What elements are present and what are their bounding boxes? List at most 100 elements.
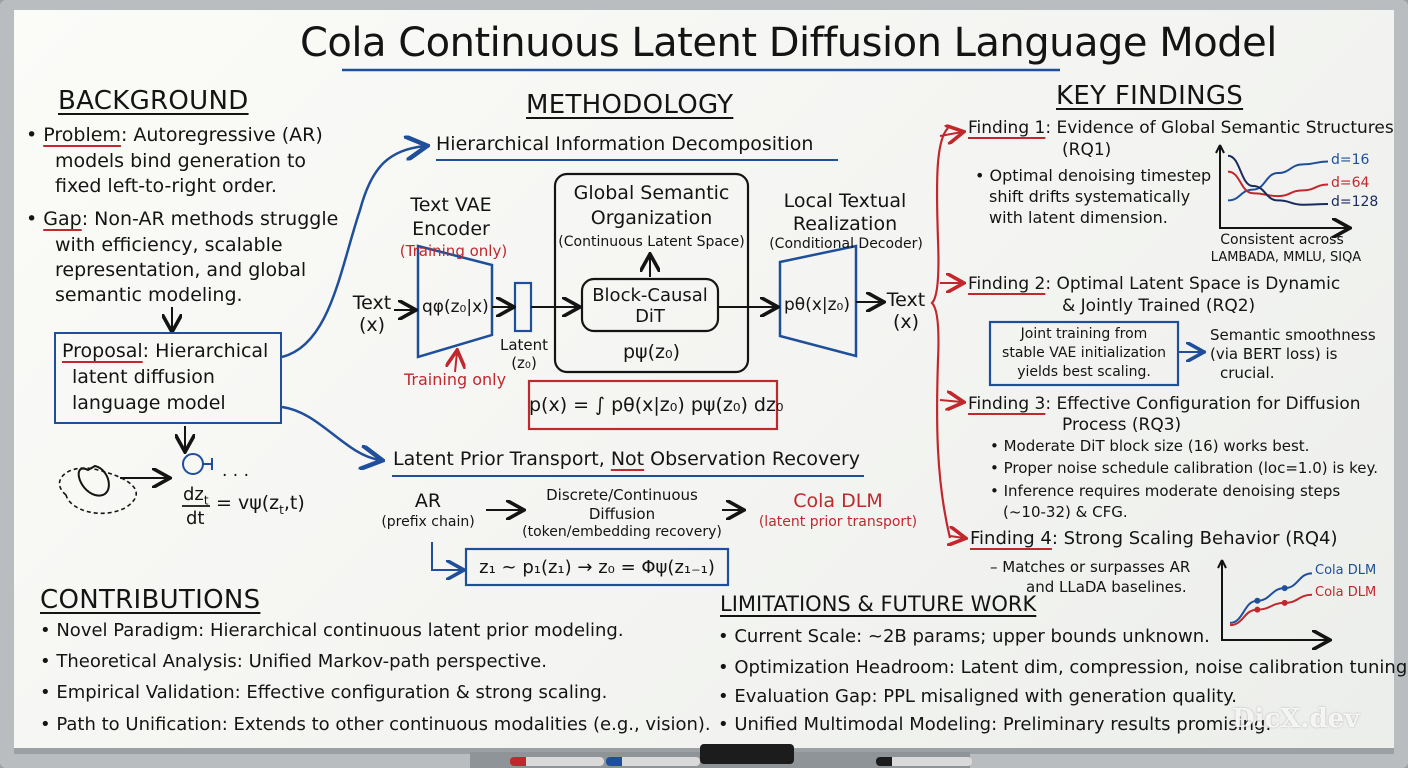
problem-line-3: fixed left-to-right order.	[55, 175, 277, 197]
latent-blob-doodle	[77, 464, 110, 497]
ode-rhs-sub: t	[279, 502, 284, 517]
decoder-shape	[778, 244, 858, 358]
gap-label: Gap	[43, 208, 82, 230]
f1-bullet-1: • Optimal denoising timestep	[975, 166, 1212, 185]
limitation-item: • Evaluation Gap: PPL misaligned with ge…	[718, 686, 1237, 707]
input-text-1: Text	[352, 292, 392, 314]
methodology-heading: METHODOLOGY	[526, 90, 734, 120]
chart-2-axes	[1221, 560, 1328, 640]
red-marker	[510, 757, 604, 766]
f1-bullet-2: shift drifts systematically	[989, 187, 1191, 206]
encoder-function: qφ(z₀|x)	[422, 297, 489, 317]
black-marker	[876, 757, 972, 766]
f4-bullet-2: and LLaDA baselines.	[1026, 578, 1187, 596]
encoder-note: (Training only)	[399, 242, 508, 260]
output-text-2: (x)	[892, 311, 920, 333]
chart-2-point	[1281, 585, 1288, 592]
prior-function: pψ(z₀)	[622, 341, 680, 363]
blue-marker	[606, 757, 700, 766]
lpt-title-not: Not	[610, 448, 645, 470]
f3-bullet-3b: (~10-32) & CFG.	[1003, 503, 1128, 521]
chart-2-series-line	[1229, 593, 1313, 627]
whiteboard-surface	[14, 10, 1394, 748]
latent-manifold-doodle	[58, 467, 138, 515]
chart-2-series-label: Cola DLM	[1315, 563, 1377, 579]
dc-label-2: Diffusion	[588, 505, 656, 523]
f2-box-3: yields best scaling.	[1017, 364, 1151, 380]
f3-title-2: Process (RQ3)	[1062, 415, 1182, 435]
gap-line-4: semantic modeling.	[55, 284, 243, 306]
lpt-title-a: Latent Prior Transport,	[393, 448, 611, 470]
dit-box	[580, 277, 720, 333]
proposal-line-1: Proposal: Hierarchical	[62, 340, 268, 362]
encoder-title-2: Encoder	[412, 218, 490, 240]
proposal-text-1: : Hierarchical	[142, 340, 269, 362]
proposal-to-hid-arrow	[281, 146, 425, 359]
proposal-box	[54, 332, 282, 424]
ode-rhs: = vψ(zt,t)	[216, 492, 305, 517]
chart-1-series-line	[1227, 160, 1329, 202]
chart-2-point	[1254, 606, 1261, 613]
problem-text-1: : Autoregressive (AR)	[120, 124, 323, 146]
ode-num-text: dz	[183, 484, 204, 505]
global-title-3: (Continuous Latent Space)	[558, 234, 745, 250]
f1-title-text: : Evidence of Global Semantic Structures	[1045, 118, 1394, 138]
f1-chart-caption-2: LAMBADA, MMLU, SIQA	[1210, 250, 1362, 265]
ode-ellipsis: · · ·	[222, 466, 250, 486]
dc-label-1: Discrete/Continuous	[546, 486, 698, 504]
f1-title-1: Finding 1: Evidence of Global Semantic S…	[968, 118, 1394, 138]
transport-formula-box	[464, 547, 730, 587]
contribution-item: • Theoretical Analysis: Unified Markov-p…	[40, 651, 547, 672]
hid-title: Hierarchical Information Decomposition	[436, 133, 814, 155]
chart-1-series-label: d=128	[1331, 194, 1379, 210]
ode-rhs-text: = vψ(z	[216, 492, 280, 514]
ode-target-circle	[182, 453, 204, 475]
formula-box	[527, 379, 779, 431]
global-title-1: Global Semantic	[573, 182, 730, 204]
chart-1-series-line	[1227, 154, 1329, 206]
latent-label-2: (z₀)	[511, 354, 537, 372]
gap-line-2: with efficiency, scalable	[55, 234, 283, 256]
global-title-2: Organization	[590, 207, 713, 229]
limitation-item: • Current Scale: ~2B params; upper bound…	[718, 626, 1210, 647]
f3-title-text: : Effective Configuration for Diffusion	[1045, 394, 1361, 414]
f4-title: Finding 4: Strong Scaling Behavior (RQ4)	[970, 528, 1337, 549]
problem-label: Problem	[43, 124, 121, 146]
page-title: Cola Continuous Latent Diffusion Languag…	[300, 20, 1277, 66]
watermark: DicX.dev	[1232, 704, 1360, 734]
ode-denominator: dt	[186, 508, 205, 529]
ar-label-2: (prefix chain)	[381, 514, 475, 530]
proposal-line-2: latent diffusion	[72, 366, 215, 388]
proposal-to-lpt-arrow	[281, 405, 380, 460]
contribution-item: • Path to Unification: Extends to other …	[40, 714, 711, 735]
chart-2-point	[1254, 597, 1261, 604]
f1-chart-caption-1: Consistent across	[1220, 232, 1344, 248]
transport-loop-arrow	[431, 542, 462, 570]
gap-line-3: representation, and global	[55, 259, 307, 281]
problem-line-1: • Problem: Autoregressive (AR)	[26, 124, 323, 146]
contribution-item: • Novel Paradigm: Hierarchical continuou…	[40, 620, 624, 641]
f3-bullet-3a: • Inference requires moderate denoising …	[990, 482, 1341, 500]
chart-1-series-label: d=64	[1331, 174, 1370, 191]
lpt-title: Latent Prior Transport, Not Observation …	[393, 448, 860, 470]
chart-1-series-label: d=16	[1331, 151, 1370, 168]
marginal-formula: p(x) = ∫ pθ(x|z₀) pψ(z₀) dz₀	[529, 394, 784, 416]
chart-2-series-label: Cola DLM	[1315, 584, 1377, 600]
f1-label: Finding 1	[968, 118, 1046, 138]
training-only-arrow	[455, 352, 457, 373]
gap-text-1: : Non-AR methods struggle	[81, 208, 339, 230]
local-title-1: Local Textual	[783, 190, 907, 212]
proposal-label: Proposal	[62, 340, 143, 362]
findings-heading: KEY FINDINGS	[1056, 81, 1244, 111]
limitation-item: • Unified Multimodal Modeling: Prelimina…	[718, 714, 1272, 735]
chart-1-series-line	[1227, 170, 1329, 198]
ar-label-1: AR	[414, 490, 442, 512]
f2-title-1: Finding 2: Optimal Latent Space is Dynam…	[968, 274, 1340, 294]
findings-bracket	[930, 127, 952, 539]
limitations-heading: LIMITATIONS & FUTURE WORK	[720, 592, 1037, 616]
f2-box	[988, 320, 1180, 387]
cola-label-1: Cola DLM	[793, 490, 883, 512]
chart-2-series-line	[1229, 572, 1313, 624]
